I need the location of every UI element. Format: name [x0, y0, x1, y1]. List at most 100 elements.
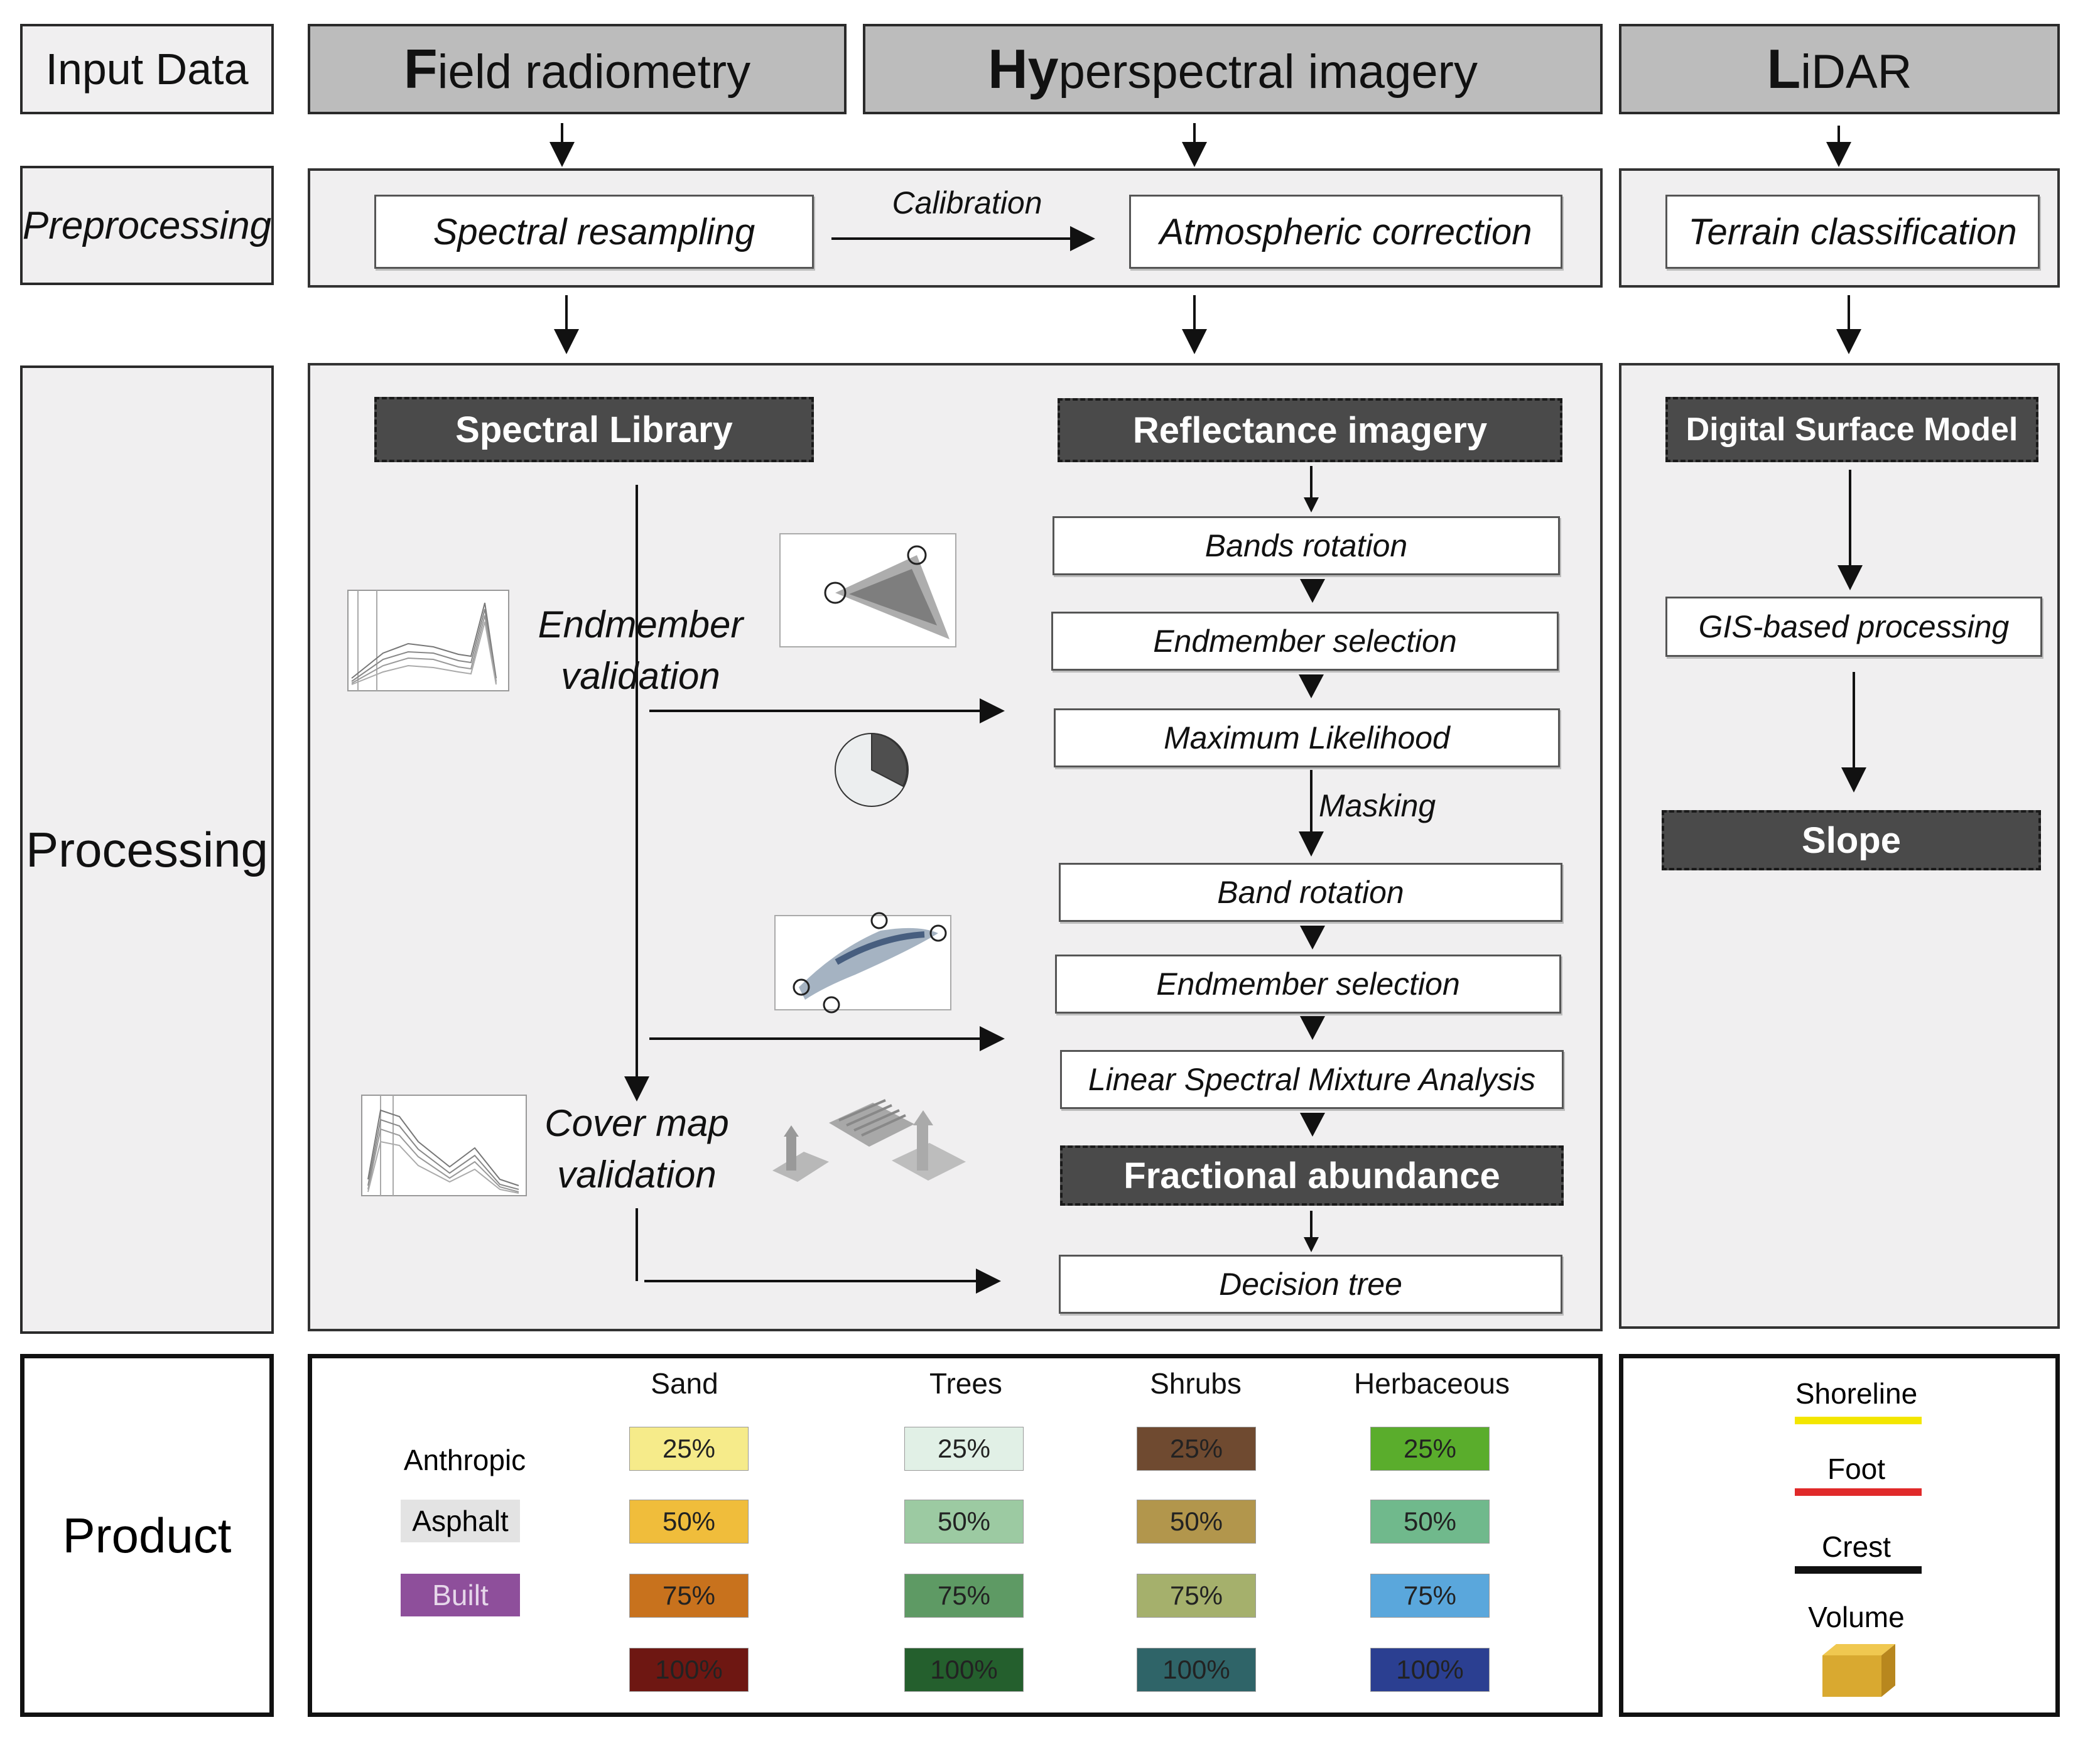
- masking-label: Masking: [1319, 788, 1436, 823]
- row-label-input-data-text: Input Data: [45, 45, 249, 94]
- class-header-sand: Sand: [651, 1367, 718, 1400]
- swatch-label: 50%: [662, 1507, 716, 1536]
- endmember-validation-line1: Endmember: [538, 603, 744, 646]
- header-hyper-rest: perspectral imagery: [1058, 45, 1478, 99]
- dsm-text: Digital Surface Model: [1686, 411, 2018, 448]
- class-header-shrubs: Shrubs: [1150, 1367, 1242, 1400]
- atmospheric-correction-text: Atmospheric correction: [1159, 211, 1532, 252]
- header-lidar-rest: iDAR: [1800, 45, 1912, 99]
- gis-processing-text: GIS-based processing: [1698, 609, 2010, 644]
- built-label: Built: [432, 1579, 489, 1611]
- lsma-text: Linear Spectral Mixture Analysis: [1088, 1062, 1536, 1097]
- swatch-sand-50: 50%: [629, 1500, 749, 1544]
- legend-crest-line: [1795, 1566, 1922, 1574]
- swatch-label: 75%: [1403, 1581, 1457, 1610]
- class-header-trees: Trees: [929, 1367, 1002, 1400]
- row-label-processing-text: Processing: [26, 821, 268, 877]
- row-label-input-data: Input Data: [20, 24, 274, 114]
- row-label-product: Product: [20, 1354, 274, 1717]
- swatch-sand-25: 25%: [629, 1427, 749, 1471]
- reflectance-imagery-text: Reflectance imagery: [1132, 409, 1488, 451]
- legend-shoreline-label: Shoreline: [1795, 1377, 1918, 1410]
- swatch-herbaceous-25: 25%: [1370, 1427, 1490, 1471]
- row-label-preprocessing-text: Preprocessing: [22, 203, 272, 247]
- swatch-label: 50%: [1169, 1507, 1223, 1536]
- spectral-library-text: Spectral Library: [455, 409, 733, 450]
- endmember-validation-label: Endmember validation: [528, 599, 754, 702]
- pie-chart-thumbnail: [835, 732, 909, 807]
- swatch-trees-50: 50%: [904, 1500, 1024, 1544]
- atmospheric-correction-box: Atmospheric correction: [1129, 195, 1562, 269]
- terrain-classification-text: Terrain classification: [1688, 211, 2017, 252]
- swatch-label: 25%: [937, 1434, 991, 1463]
- asphalt-label: Asphalt: [412, 1505, 509, 1537]
- header-lidar-initial: L: [1767, 38, 1801, 100]
- decision-maps-thumbnail: [772, 1099, 966, 1182]
- endmember-selection-2-box: Endmember selection: [1055, 955, 1561, 1014]
- legend-volume-label: Volume: [1808, 1601, 1905, 1633]
- scatter-plot-thumbnail-2: [774, 912, 951, 1014]
- cover-map-validation-line1: Cover map: [544, 1102, 729, 1144]
- terrain-classification-box: Terrain classification: [1665, 195, 2040, 269]
- asphalt-swatch: Asphalt: [401, 1500, 520, 1542]
- swatch-herbaceous-100: 100%: [1370, 1648, 1490, 1692]
- bands-rotation-box: Bands rotation: [1053, 516, 1560, 575]
- swatch-shrubs-50: 50%: [1137, 1500, 1256, 1544]
- class-header-herbaceous: Herbaceous: [1353, 1367, 1510, 1400]
- decision-tree-text: Decision tree: [1219, 1267, 1402, 1302]
- fractional-abundance-box: Fractional abundance: [1060, 1145, 1564, 1206]
- header-field-rest: ield radiometry: [437, 45, 751, 99]
- legend-foot-line: [1795, 1488, 1922, 1496]
- maximum-likelihood-text: Maximum Likelihood: [1164, 720, 1450, 755]
- dsm-box: Digital Surface Model: [1665, 397, 2038, 462]
- row-label-preprocessing: Preprocessing: [20, 166, 274, 285]
- volume-cube-icon: [1822, 1644, 1895, 1697]
- endmember-validation-line2: validation: [561, 655, 720, 697]
- spectral-resampling-box: Spectral resampling: [374, 195, 814, 269]
- slope-text: Slope: [1802, 820, 1901, 861]
- header-hyperspectral-imagery: Hyperspectral imagery: [863, 24, 1603, 114]
- header-field-radiometry: Field radiometry: [308, 24, 847, 114]
- band-rotation-text: Band rotation: [1217, 875, 1404, 910]
- swatch-shrubs-25: 25%: [1137, 1427, 1256, 1471]
- band-rotation-box: Band rotation: [1059, 863, 1562, 922]
- swatch-shrubs-75: 75%: [1137, 1574, 1256, 1618]
- swatch-label: 50%: [1403, 1507, 1457, 1536]
- cover-map-validation-line2: validation: [557, 1154, 717, 1196]
- swatch-trees-25: 25%: [904, 1427, 1024, 1471]
- row-label-processing: Processing: [20, 365, 274, 1334]
- anthropic-label: Anthropic: [403, 1444, 526, 1476]
- lsma-box: Linear Spectral Mixture Analysis: [1060, 1050, 1564, 1109]
- swatch-label: 100%: [930, 1655, 998, 1684]
- swatch-herbaceous-75: 75%: [1370, 1574, 1490, 1618]
- swatch-label: 25%: [1169, 1434, 1223, 1463]
- swatch-label: 100%: [655, 1655, 723, 1684]
- reflectance-imagery-box: Reflectance imagery: [1058, 398, 1562, 462]
- swatch-label: 50%: [937, 1507, 991, 1536]
- swatch-label: 100%: [1162, 1655, 1230, 1684]
- swatch-sand-100: 100%: [629, 1648, 749, 1692]
- fractional-abundance-text: Fractional abundance: [1123, 1155, 1500, 1196]
- legend-crest-label: Crest: [1822, 1530, 1891, 1563]
- row-label-product-text: Product: [62, 1507, 232, 1563]
- swatch-label: 25%: [1403, 1434, 1457, 1463]
- cover-map-validation-label: Cover map validation: [524, 1098, 750, 1201]
- swatch-label: 75%: [662, 1581, 716, 1610]
- endmember-selection-2-text: Endmember selection: [1156, 966, 1460, 1002]
- swatch-label: 75%: [937, 1581, 991, 1610]
- gis-processing-box: GIS-based processing: [1665, 597, 2042, 657]
- swatch-shrubs-100: 100%: [1137, 1648, 1256, 1692]
- decision-tree-box: Decision tree: [1059, 1255, 1562, 1314]
- swatch-label: 100%: [1396, 1655, 1464, 1684]
- header-field-initial: F: [403, 38, 438, 100]
- spectral-resampling-text: Spectral resampling: [433, 211, 755, 252]
- bands-rotation-text: Bands rotation: [1204, 528, 1408, 563]
- header-lidar: LiDAR: [1619, 24, 2060, 114]
- maximum-likelihood-box: Maximum Likelihood: [1054, 708, 1560, 767]
- spectral-library-box: Spectral Library: [374, 397, 814, 462]
- swatch-herbaceous-50: 50%: [1370, 1500, 1490, 1544]
- header-hyper-initial: Hy: [988, 38, 1059, 100]
- built-swatch: Built: [401, 1574, 520, 1616]
- slope-box: Slope: [1662, 810, 2041, 870]
